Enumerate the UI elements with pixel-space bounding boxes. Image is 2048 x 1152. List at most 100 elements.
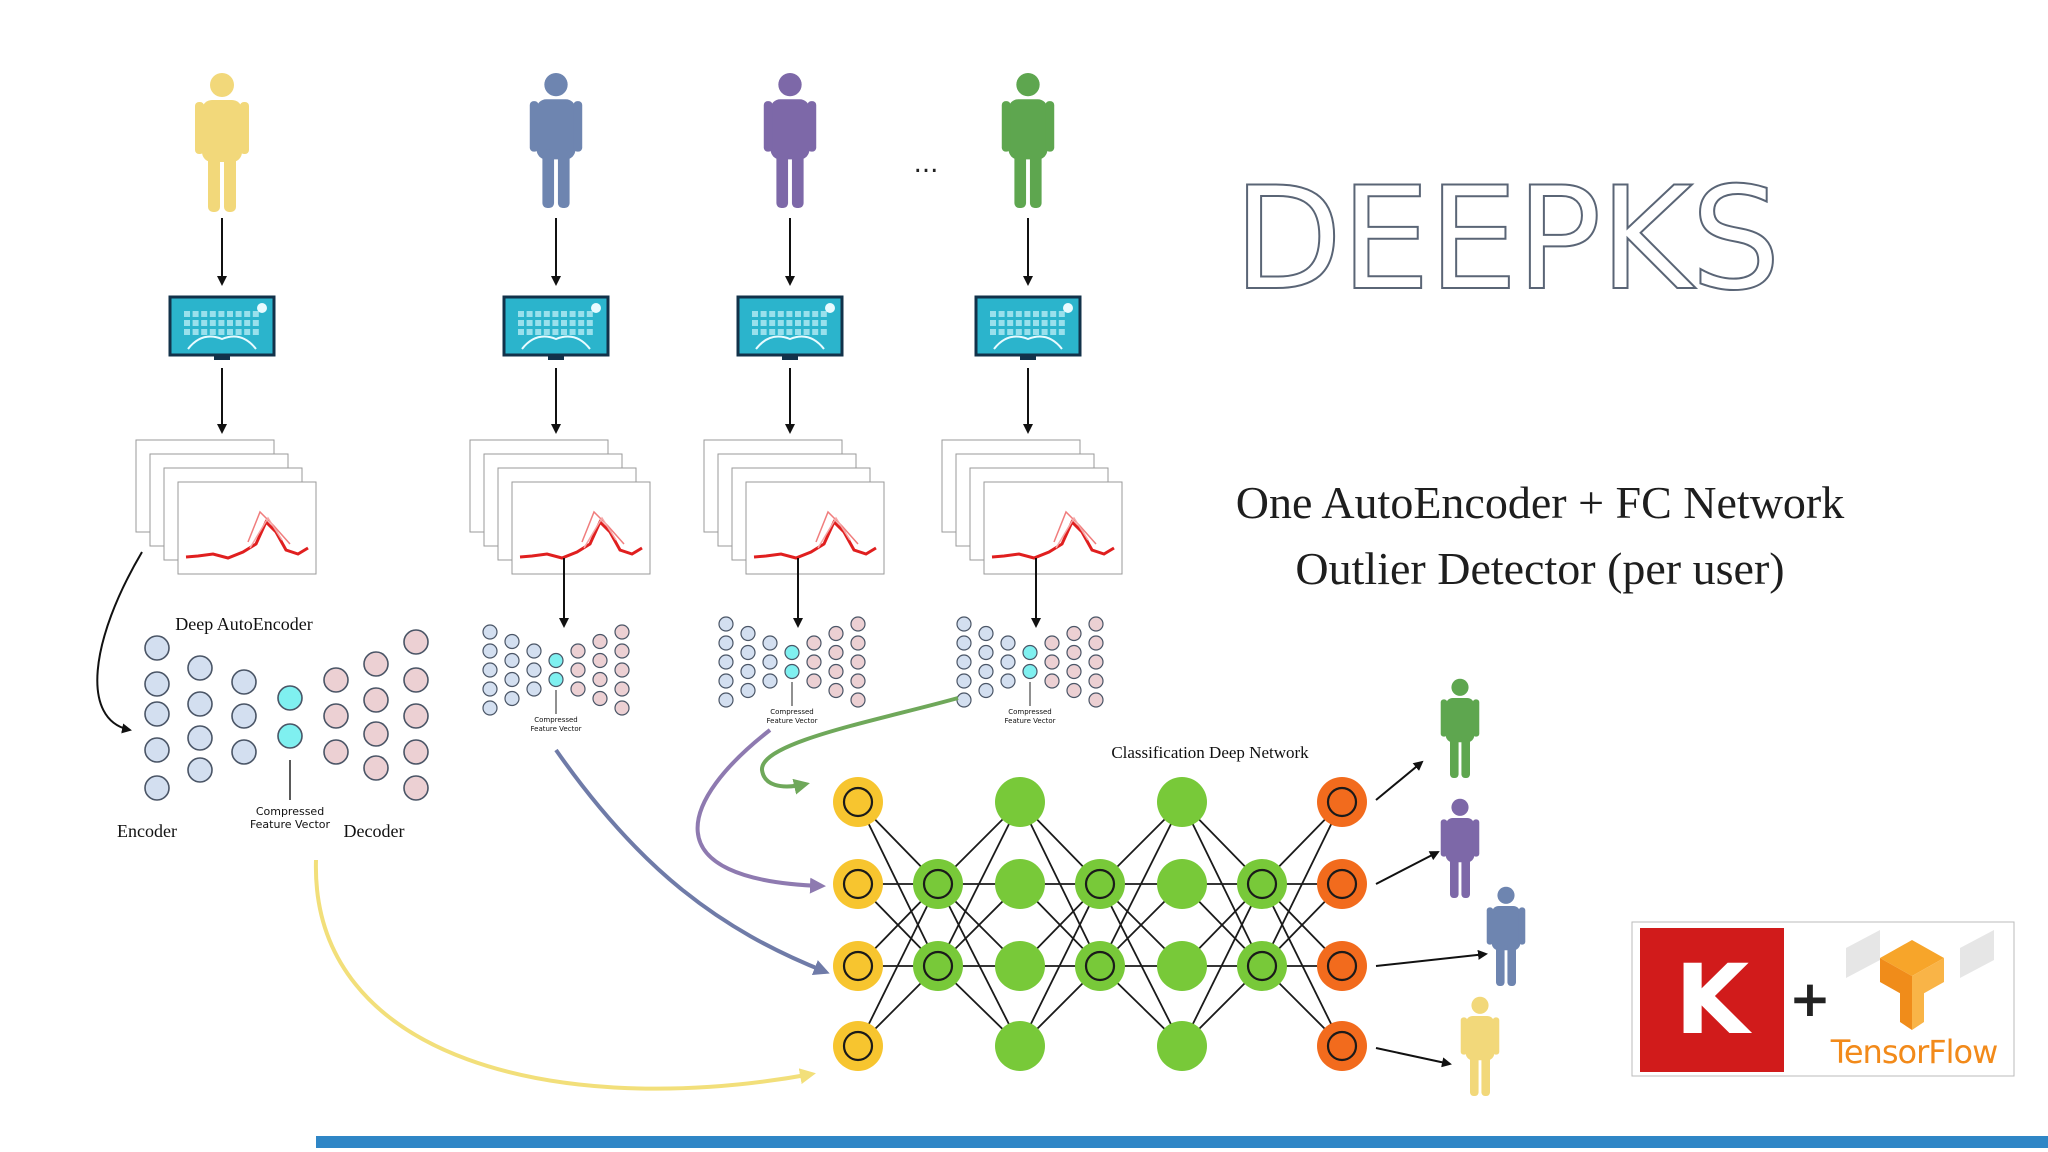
encoder-node [1000, 654, 1016, 670]
hidden-node [1157, 941, 1207, 991]
user-icon [529, 72, 583, 208]
subtitle-line-2: Outlier Detector (per user) [1295, 543, 1784, 594]
encoder-node [718, 692, 734, 708]
ellipsis: ... [914, 149, 939, 179]
decoder-node [850, 635, 866, 651]
encoder-label: Encoder [117, 821, 177, 841]
keras-letter: K [1675, 944, 1753, 1056]
classification-network [833, 777, 1367, 1071]
output-arrow [1375, 1047, 1452, 1068]
encoder-node [718, 673, 734, 689]
hidden-node [995, 777, 1045, 827]
decoder-node [614, 662, 630, 678]
compressed-label-line1: Compressed [1008, 708, 1052, 716]
compressed-label-line1: Compressed [770, 708, 814, 716]
encoder-node [762, 673, 778, 689]
decoder-node [403, 667, 429, 693]
decoder-node [1044, 635, 1060, 651]
decoder-node [1044, 654, 1060, 670]
decoder-node [614, 681, 630, 697]
input-node [833, 941, 883, 991]
bottleneck-node [548, 652, 564, 669]
output-arrow [1375, 760, 1424, 801]
decoder-node [1066, 625, 1082, 642]
encoder-node [482, 643, 498, 659]
hidden-node [1237, 859, 1287, 909]
bottleneck-node [784, 663, 800, 680]
decoder-node [570, 643, 586, 659]
encoder-node [978, 663, 994, 680]
page-title: DEEPKS [1233, 157, 1779, 322]
decoder-node [1088, 692, 1104, 708]
encoder-node [526, 681, 542, 697]
compressed-label-line2: Feature Vector [531, 725, 582, 733]
encoder-node [144, 635, 170, 661]
output-arrow [1375, 851, 1440, 885]
decoder-node [1044, 673, 1060, 689]
decoder-node [403, 739, 429, 765]
output-arrow [1375, 949, 1488, 967]
encoder-node [978, 625, 994, 642]
decoder-node [363, 721, 389, 747]
bottleneck-node [784, 644, 800, 661]
encoder-node [482, 681, 498, 697]
encoder-node [187, 691, 213, 717]
output-node [1317, 859, 1367, 909]
decoder-node [850, 692, 866, 708]
user-column [703, 72, 885, 628]
decoder-node [592, 652, 608, 669]
encoder-node [526, 662, 542, 678]
hidden-node [1157, 1021, 1207, 1071]
decoder-node [363, 651, 389, 677]
output-users [1375, 678, 1526, 1096]
hidden-node [995, 859, 1045, 909]
decoder-node [1066, 663, 1082, 680]
output-user-icon [1486, 886, 1526, 986]
hidden-node [1237, 941, 1287, 991]
decoder-node [614, 624, 630, 640]
hidden-node [913, 941, 963, 991]
encoder-node [956, 635, 972, 651]
encoder-node [978, 682, 994, 699]
output-node [1317, 777, 1367, 827]
decoder-node [850, 616, 866, 632]
encoder-node [956, 616, 972, 632]
green-flow-arrow [759, 696, 959, 795]
compressed-label-line1: Compressed [534, 716, 578, 724]
logo-box: K + TensorFlow [1631, 921, 2015, 1077]
network-edges [857, 801, 1343, 1047]
hidden-node [1157, 859, 1207, 909]
blue-flow-arrow [554, 748, 830, 976]
encoder-node [718, 616, 734, 632]
keyboard-image [974, 295, 1082, 360]
decoder-node [592, 671, 608, 688]
output-user-icon [1440, 678, 1480, 778]
decoder-node [614, 643, 630, 659]
encoder-node [762, 654, 778, 670]
decoder-node [323, 667, 349, 693]
decoder-node [828, 644, 844, 661]
decoder-node [592, 633, 608, 650]
encoder-node [482, 700, 498, 716]
encoder-node [482, 624, 498, 640]
decoder-node [403, 703, 429, 729]
encoder-node [187, 725, 213, 751]
encoder-node [504, 633, 520, 650]
compressed-label-line2: Feature Vector [767, 717, 818, 725]
user-icon [1001, 72, 1055, 208]
decoder-node [806, 654, 822, 670]
user-column [941, 72, 1123, 628]
hidden-node [995, 941, 1045, 991]
encoder-node [144, 701, 170, 727]
encoder-node [187, 655, 213, 681]
bottleneck-node [1022, 663, 1038, 680]
user-icon [195, 73, 249, 212]
decoder-node [403, 775, 429, 801]
signal-charts [703, 439, 885, 575]
user-columns [135, 72, 1123, 628]
encoder-node [144, 671, 170, 697]
output-user-icon [1460, 996, 1500, 1096]
